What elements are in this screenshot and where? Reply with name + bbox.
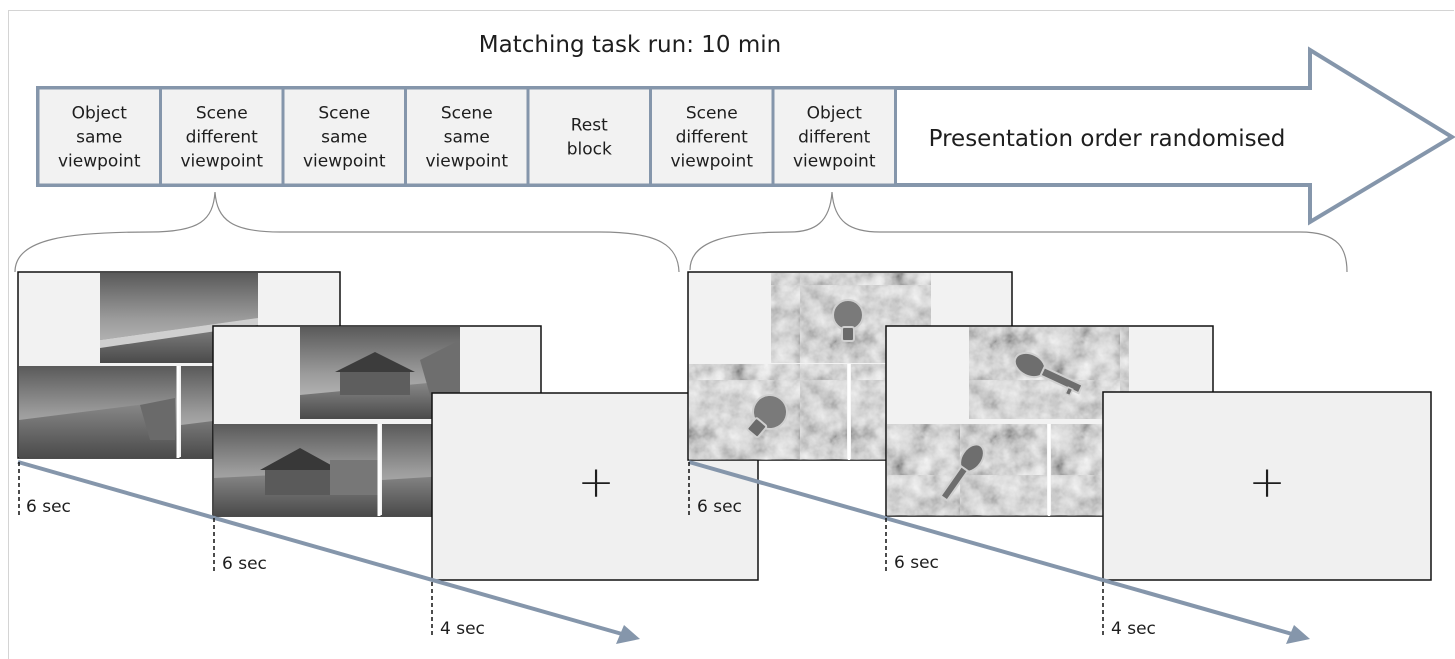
block-cell: Scene different viewpoint	[159, 86, 285, 187]
block-label-line: Object	[72, 104, 128, 124]
block-cell: Object different viewpoint	[771, 86, 897, 187]
block-label-line: viewpoint	[303, 152, 386, 172]
brace-right	[689, 191, 1348, 273]
block-cell: Rest block	[526, 86, 652, 187]
block-cell: Scene same viewpoint	[404, 86, 530, 187]
block-label-line: Scene	[441, 104, 493, 124]
timing-label: 6 sec	[222, 554, 267, 574]
block-label-line: same	[321, 128, 367, 148]
block-cell: Scene same viewpoint	[281, 86, 407, 187]
key-icon	[1013, 351, 1084, 397]
block-label-line: Scene	[686, 104, 738, 124]
block-label-line: block	[567, 140, 612, 160]
randomised-label: Presentation order randomised	[929, 126, 1286, 152]
run-title: Matching task run: 10 min	[479, 32, 781, 58]
block-label-line: different	[186, 128, 259, 148]
block-label-line: Scene	[196, 104, 248, 124]
block-label-line: viewpoint	[58, 152, 141, 172]
block-cell: Object same viewpoint	[36, 86, 162, 187]
timing-label: 6 sec	[26, 497, 71, 517]
block-label-line: Scene	[318, 104, 370, 124]
bulb-icon	[832, 299, 864, 342]
block-label-line: Object	[807, 104, 863, 124]
bulb-icon	[746, 394, 788, 439]
block-label-line: same	[444, 128, 490, 148]
block-sequence: Object same viewpoint Scene different viewpoi…	[36, 86, 897, 187]
time-arrow-left	[17, 460, 640, 644]
fixation-cross-left: +	[578, 457, 615, 508]
brace-left	[14, 191, 680, 273]
block-label-line: viewpoint	[793, 152, 876, 172]
block-label-line: Rest	[571, 116, 608, 136]
block-label-line: viewpoint	[670, 152, 753, 172]
block-label-line: same	[76, 128, 122, 148]
key-icon	[939, 443, 985, 502]
onset-ticks	[18, 462, 1104, 638]
timing-label: 4 sec	[1111, 619, 1156, 639]
block-label-line: different	[798, 128, 871, 148]
block-label-line: different	[676, 128, 749, 148]
time-arrow-right	[688, 460, 1310, 644]
fixation-cross-right: +	[1249, 457, 1286, 508]
block-cell: Scene different viewpoint	[649, 86, 775, 187]
figure-frame	[8, 10, 1454, 659]
timing-label: 4 sec	[440, 619, 485, 639]
fixation-screen-right	[1102, 391, 1432, 581]
block-label-line: viewpoint	[180, 152, 263, 172]
timing-label: 6 sec	[697, 497, 742, 517]
block-label-line: viewpoint	[425, 152, 508, 172]
timing-label: 6 sec	[894, 553, 939, 573]
